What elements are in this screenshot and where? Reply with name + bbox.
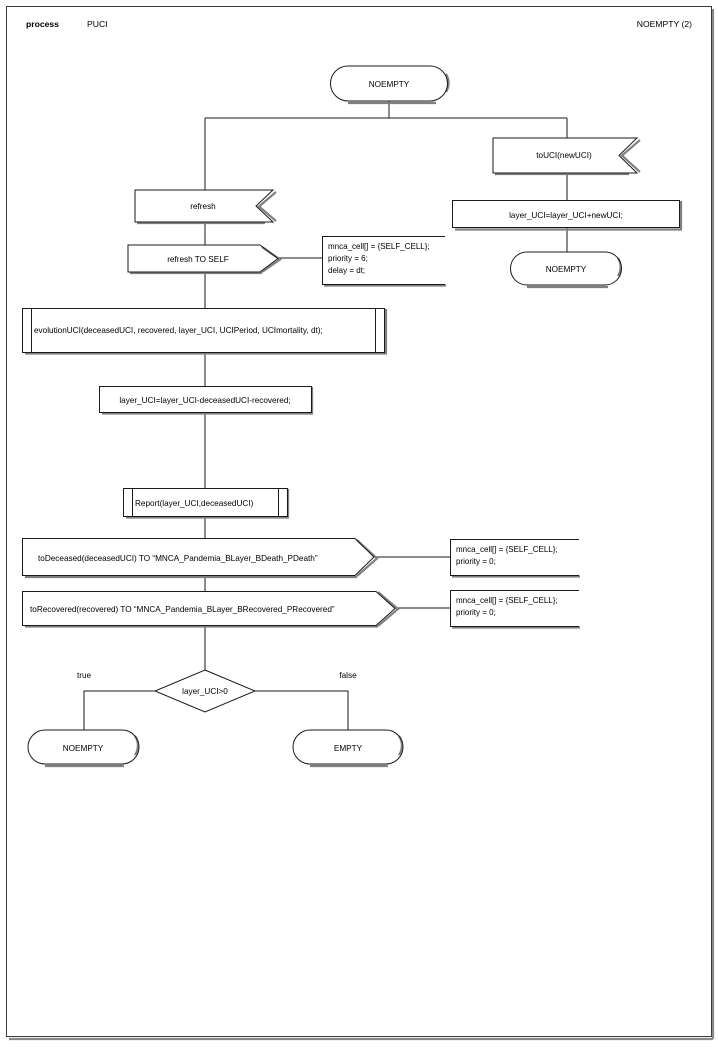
comment-box-refresh-line2: priority = 6;	[328, 254, 368, 263]
output-signal-todeceased[interactable]: toDeceased(deceasedUCI) TO “MNCA_Pandemi…	[22, 538, 379, 579]
header-kind-label: process	[26, 19, 59, 29]
decision-true-label: true	[77, 671, 92, 680]
state-node-noempty-true[interactable]: NOEMPTY	[27, 729, 140, 768]
procedure-call-evolutionuci[interactable]: evolutionUCI(deceasedUCI, recovered, lay…	[22, 308, 388, 355]
comment-box-refresh: mnca_cell[] = {SELF_CELL}; priority = 6;…	[322, 236, 446, 287]
input-signal-touci[interactable]: toUCI(newUCI)	[492, 137, 641, 176]
comment-box-deceased-line2: priority = 0;	[456, 557, 496, 566]
task-box-add-newuci-label: layer_UCI=layer_UCI+newUCI;	[509, 211, 623, 220]
state-node-start[interactable]: NOEMPTY	[330, 65, 450, 105]
state-node-empty-false[interactable]: EMPTY	[292, 729, 404, 768]
comment-box-recovered: mnca_cell[] = {SELF_CELL}; priority = 0;	[450, 590, 580, 629]
output-signal-torecovered[interactable]: toRecovered(recovered) TO “MNCA_Pandemia…	[22, 591, 400, 628]
procedure-call-report-label: Report(layer_UCI,deceasedUCI)	[135, 499, 254, 508]
input-signal-touci-label: toUCI(newUCI)	[536, 151, 592, 160]
decision-condition-label: layer_UCI>0	[182, 687, 228, 696]
state-start-label: NOEMPTY	[369, 80, 410, 89]
output-signal-refresh-to-self-label: refresh TO SELF	[167, 255, 229, 264]
header-page-label: NOEMPTY (2)	[637, 19, 692, 29]
comment-box-refresh-line3: delay = dt;	[328, 266, 365, 275]
comment-box-deceased-line1: mnca_cell[] = {SELF_CELL};	[456, 545, 558, 554]
procedure-call-report[interactable]: Report(layer_UCI,deceasedUCI)	[123, 488, 290, 519]
state-node-noempty-true-label: NOEMPTY	[63, 744, 104, 753]
output-signal-todeceased-label: toDeceased(deceasedUCI) TO “MNCA_Pandemi…	[38, 554, 318, 563]
comment-box-recovered-line2: priority = 0;	[456, 608, 496, 617]
state-node-noempty-right-label: NOEMPTY	[546, 265, 587, 274]
procedure-call-evolutionuci-label: evolutionUCI(deceasedUCI, recovered, lay…	[34, 326, 323, 335]
output-signal-torecovered-label: toRecovered(recovered) TO “MNCA_Pandemia…	[30, 605, 335, 614]
comment-box-recovered-line1: mnca_cell[] = {SELF_CELL};	[456, 596, 558, 605]
state-node-noempty-right[interactable]: NOEMPTY	[510, 251, 622, 289]
input-signal-refresh-label: refresh	[190, 202, 216, 211]
output-signal-refresh-to-self[interactable]: refresh TO SELF	[127, 244, 282, 275]
decision-diamond-layer-uci[interactable]: layer_UCI>0	[153, 669, 257, 713]
comment-box-refresh-line1: mnca_cell[] = {SELF_CELL};	[328, 242, 430, 251]
comment-box-deceased: mnca_cell[] = {SELF_CELL}; priority = 0;	[450, 539, 580, 578]
header-process-name: PUCI	[87, 19, 108, 29]
state-node-empty-false-label: EMPTY	[334, 744, 363, 753]
task-box-add-newuci[interactable]: layer_UCI=layer_UCI+newUCI;	[452, 200, 683, 231]
page-border	[6, 6, 715, 1041]
task-box-subtract[interactable]: layer_UCI=layer_UCI-deceasedUCI-recovere…	[99, 386, 314, 415]
connector-lines	[83, 101, 568, 730]
decision-false-label: false	[339, 671, 357, 680]
task-box-subtract-label: layer_UCI=layer_UCI-deceasedUCI-recovere…	[119, 396, 290, 405]
input-signal-refresh[interactable]: refresh	[134, 189, 277, 225]
